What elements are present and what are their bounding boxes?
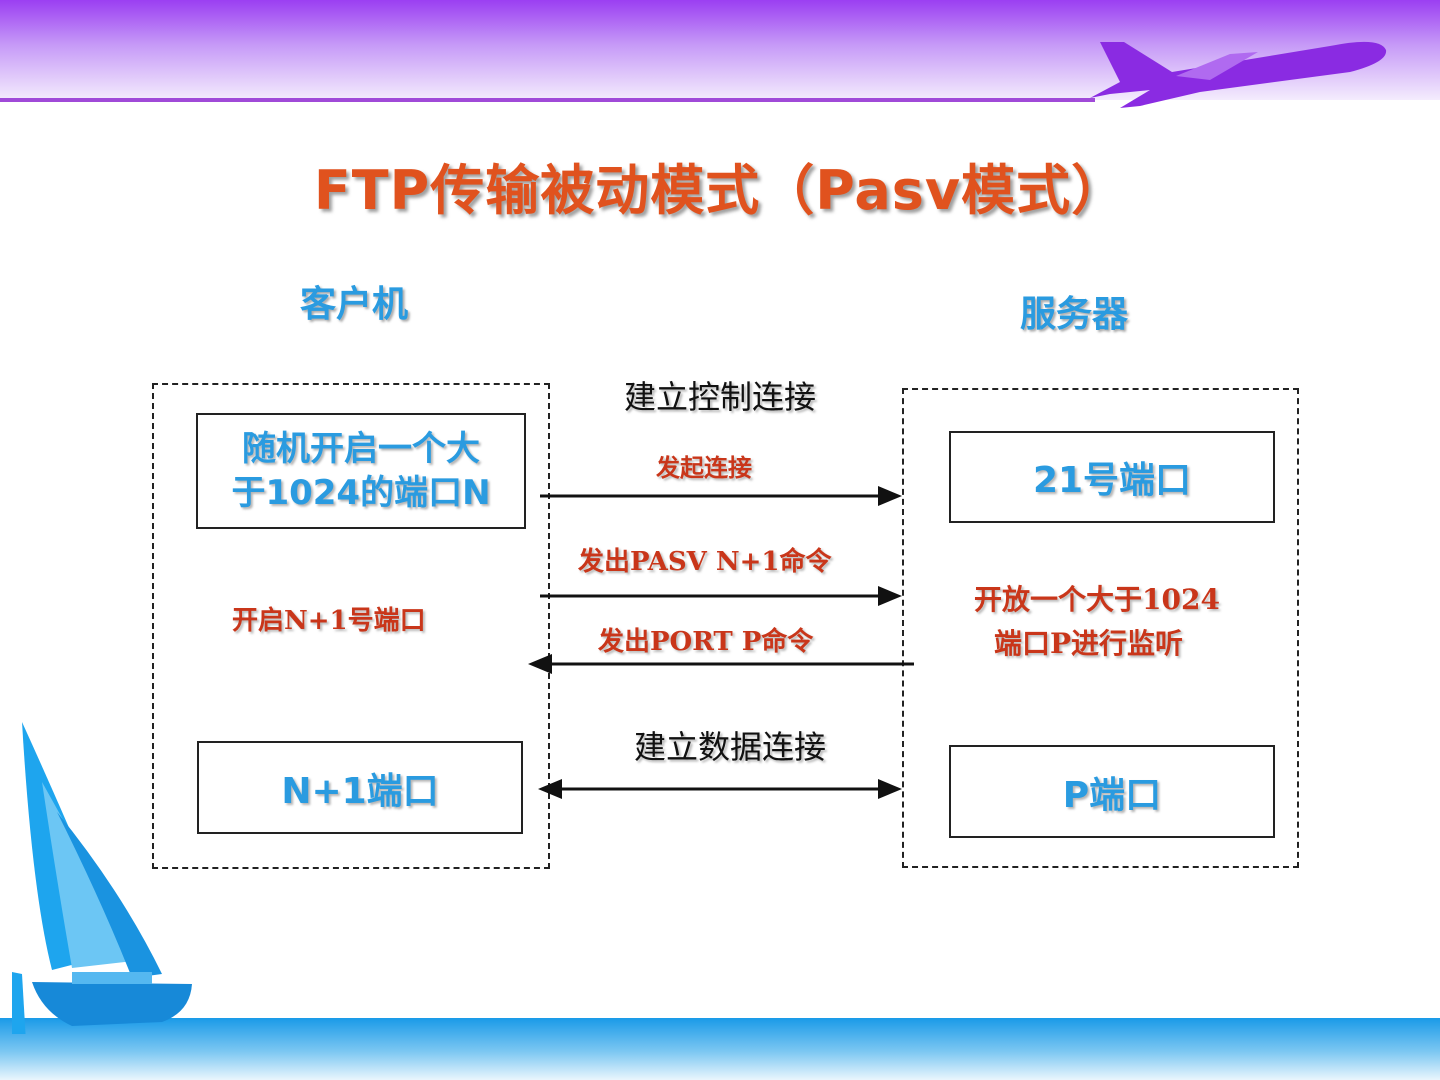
send-port-label: 发出PORT P命令 [598,627,814,657]
bottom-decorative-band [0,1018,1440,1080]
initiate-connection-label: 发起连接 [656,453,752,482]
send-pasv-label: 发出PASV N+1命令 [578,547,832,577]
client-label: 客户机 [300,284,409,325]
server-listen-label: 开放一个大于1024 端口P进行监听 [974,578,1220,666]
server-port-21-box: 21号端口 [949,431,1275,523]
arrow-head-pasv [878,586,902,606]
server-listen-line1: 开放一个大于1024 [974,583,1220,616]
slide-title: FTP传输被动模式（Pasv模式） [313,159,1127,222]
airplane-icon [1090,41,1387,108]
client-n1-port-box: N+1端口 [197,741,523,834]
data-connection-label: 建立数据连接 [634,728,827,766]
server-listen-line2: 端口P进行监听 [994,627,1184,660]
arrow-head-data-right [878,779,902,799]
control-connection-label: 建立控制连接 [624,378,817,416]
client-random-port-line1: 随机开启一个大 [242,429,480,469]
top-divider-line [0,98,1095,102]
client-random-port-box: 随机开启一个大 于1024的端口N [196,413,526,529]
server-area [902,388,1299,868]
server-port-p-box: P端口 [949,745,1275,838]
server-label: 服务器 [1020,294,1129,335]
client-random-port-line2: 于1024的端口N [231,473,491,513]
client-area [152,383,550,869]
arrow-head-initiate [878,486,902,506]
open-n1-port-label: 开启N+1号端口 [232,606,426,636]
sailboat-icon [12,722,192,1034]
